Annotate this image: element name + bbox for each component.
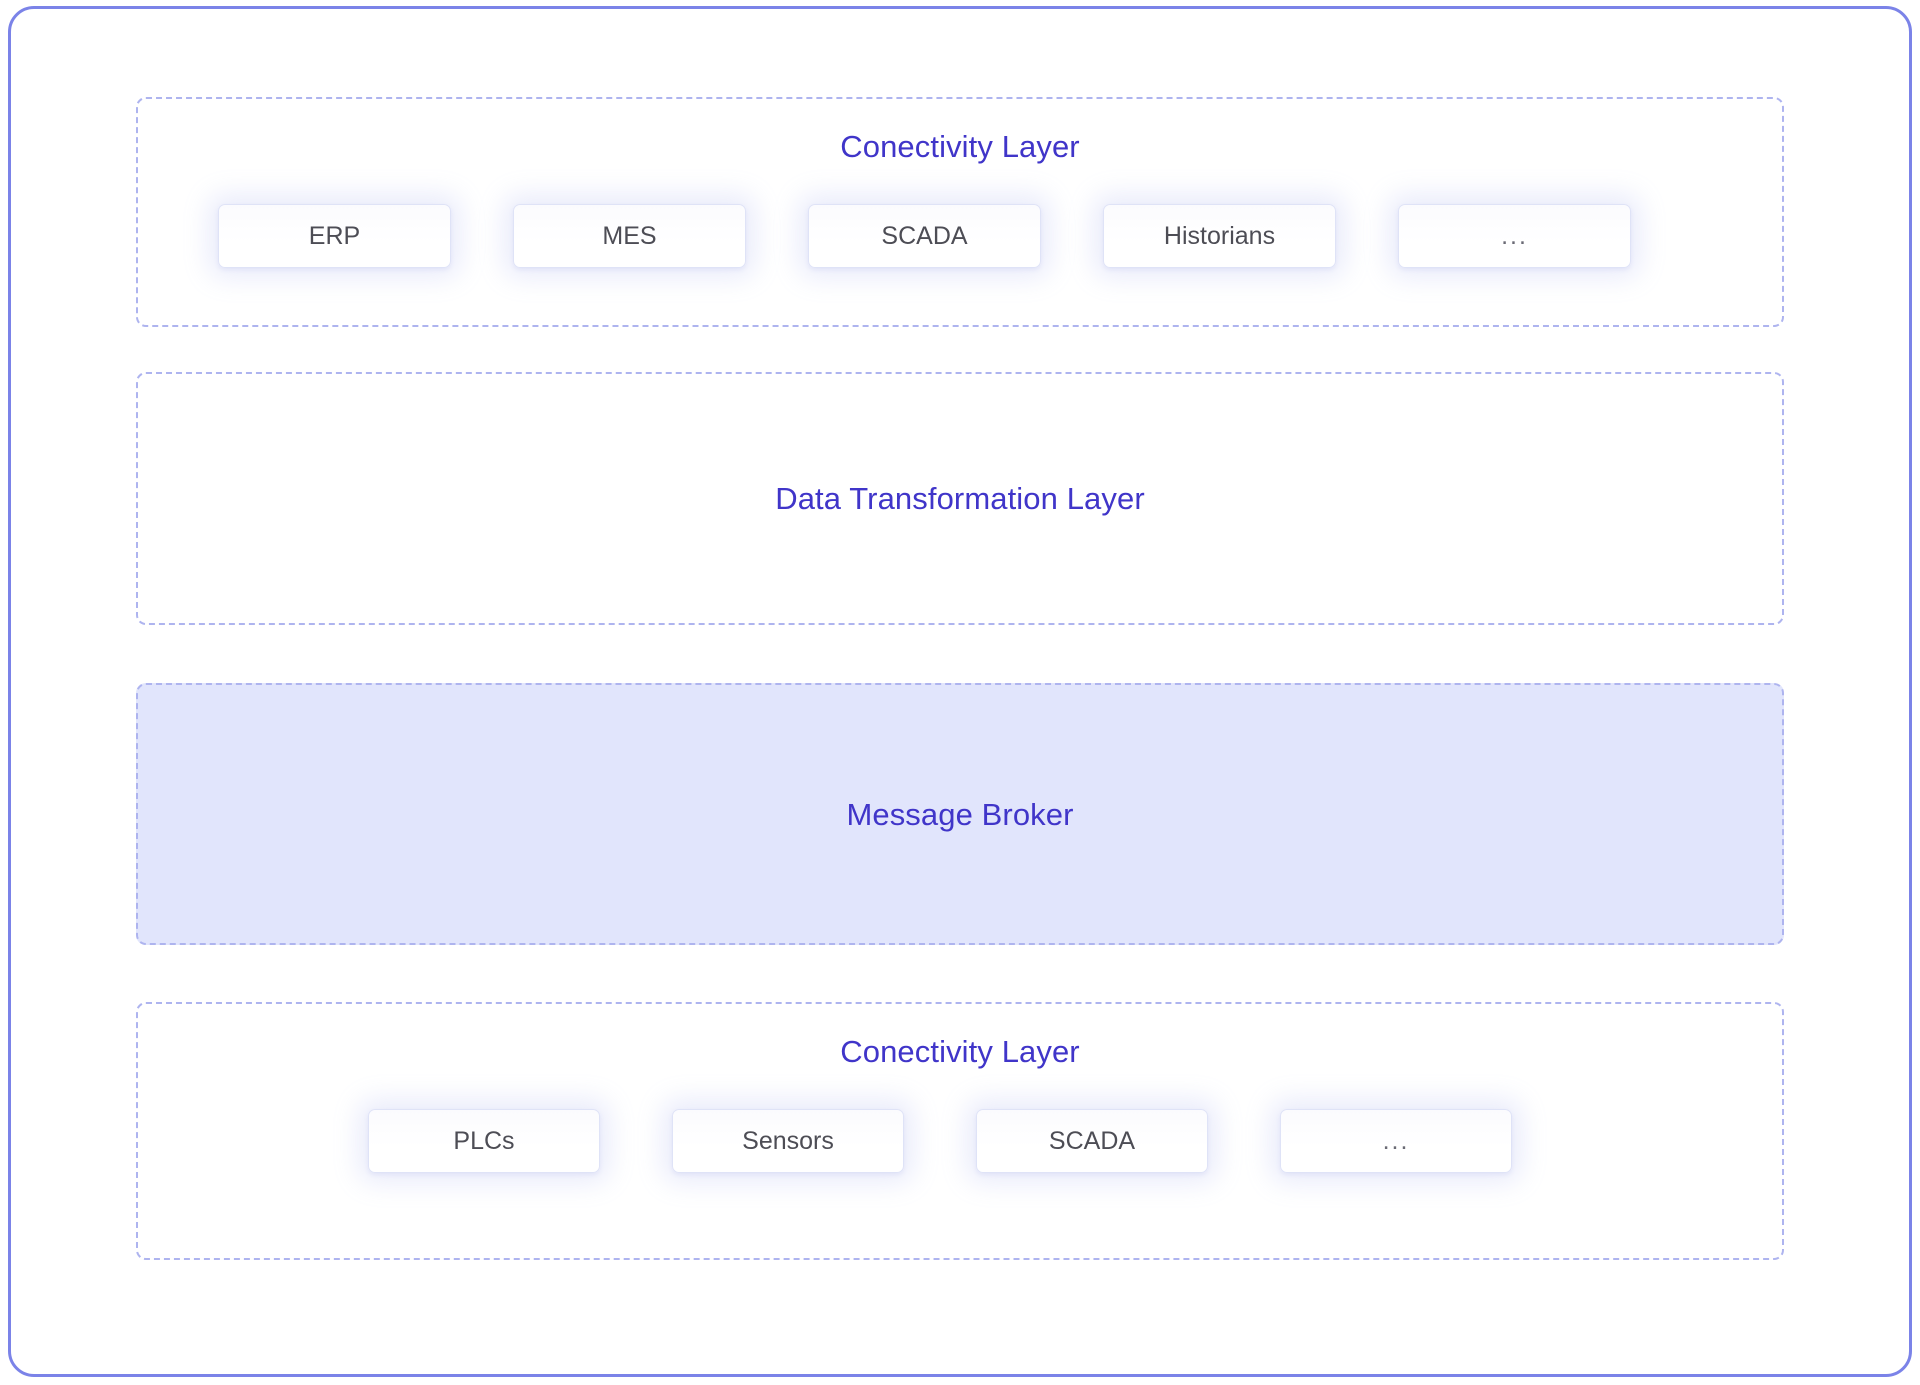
layer-title-message-broker: Message Broker: [846, 796, 1074, 832]
layer-message-broker: Message Broker: [136, 683, 1784, 945]
layer-title-data-transformation: Data Transformation Layer: [775, 481, 1145, 516]
layer-connectivity-bottom: Conectivity Layer PLCs Sensors SCADA ...: [136, 1002, 1784, 1260]
layer-title-connectivity-bottom: Conectivity Layer: [840, 1034, 1080, 1069]
layer-title-connectivity-top: Conectivity Layer: [840, 129, 1080, 164]
layer-data-transformation: Data Transformation Layer: [136, 372, 1784, 625]
chip-mes[interactable]: MES: [513, 204, 746, 268]
layer-connectivity-top: Conectivity Layer ERP MES SCADA Historia…: [136, 97, 1784, 327]
architecture-diagram-frame: Conectivity Layer ERP MES SCADA Historia…: [8, 6, 1912, 1377]
chip-scada-bottom[interactable]: SCADA: [976, 1109, 1208, 1173]
chip-row-connectivity-top: ERP MES SCADA Historians ...: [138, 204, 1782, 268]
chip-plcs[interactable]: PLCs: [368, 1109, 600, 1173]
chip-more-top[interactable]: ...: [1398, 204, 1631, 268]
chip-erp[interactable]: ERP: [218, 204, 451, 268]
chip-more-bottom[interactable]: ...: [1280, 1109, 1512, 1173]
chip-historians[interactable]: Historians: [1103, 204, 1336, 268]
chip-scada-top[interactable]: SCADA: [808, 204, 1041, 268]
chip-sensors[interactable]: Sensors: [672, 1109, 904, 1173]
chip-row-connectivity-bottom: PLCs Sensors SCADA ...: [138, 1109, 1782, 1173]
